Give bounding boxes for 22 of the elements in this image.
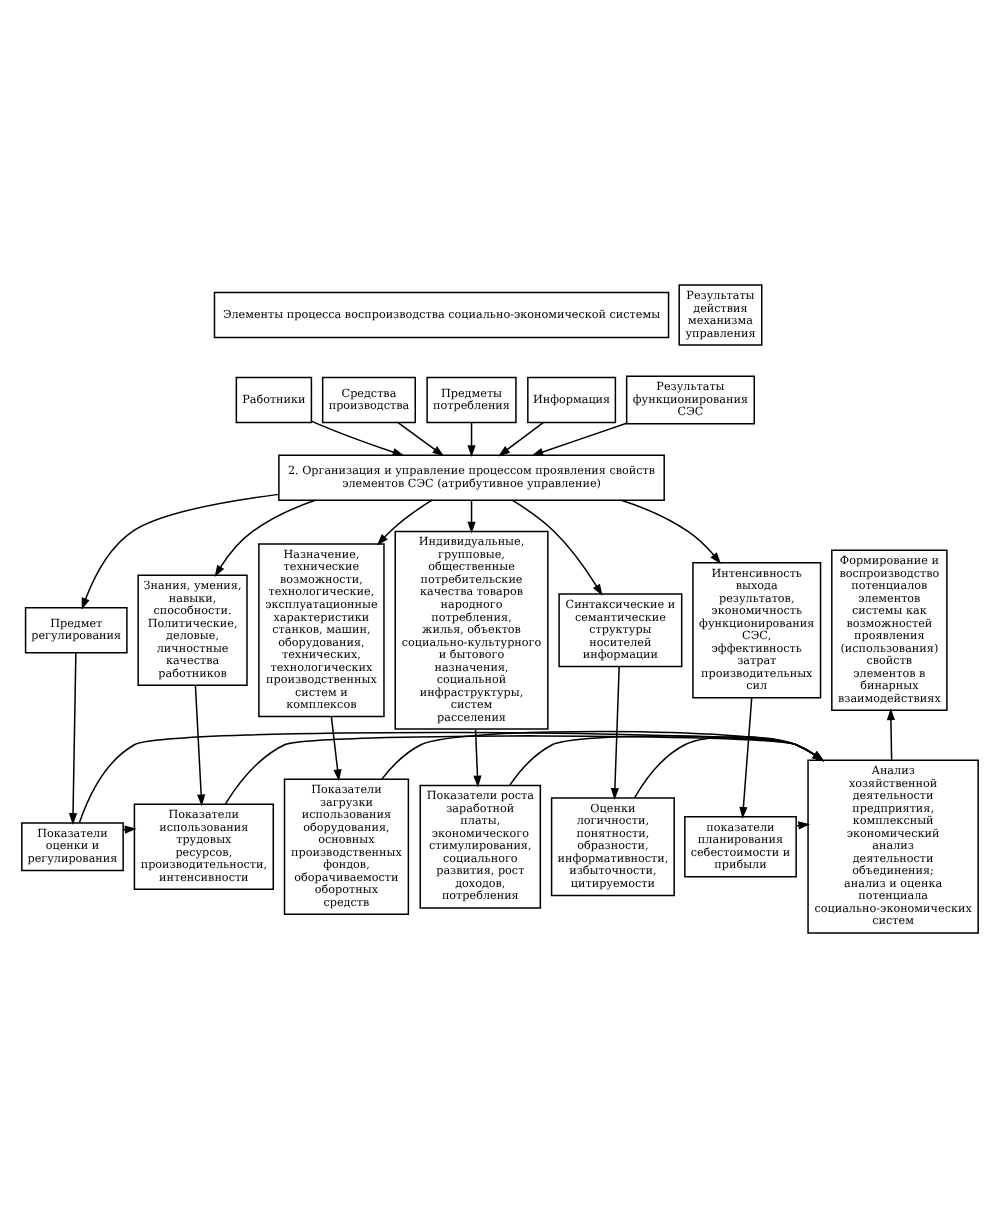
arrow <box>310 419 405 455</box>
arrow <box>739 696 753 818</box>
arrow <box>498 420 544 456</box>
arrow <box>194 683 206 806</box>
arrow <box>397 420 445 456</box>
arrow <box>509 734 825 785</box>
arrow <box>376 498 433 545</box>
arrow <box>224 734 825 804</box>
arrow <box>620 498 721 564</box>
arrow <box>610 665 620 799</box>
arrow <box>467 420 476 457</box>
arrow <box>214 498 317 576</box>
arrow <box>330 714 342 781</box>
arrow <box>78 730 825 823</box>
arrow <box>467 498 476 533</box>
arrow <box>381 729 825 779</box>
arrow <box>633 735 825 798</box>
arrow <box>473 727 482 787</box>
arrow <box>81 492 280 609</box>
arrow <box>511 498 603 595</box>
arrow <box>68 651 78 824</box>
arrow <box>886 707 896 760</box>
